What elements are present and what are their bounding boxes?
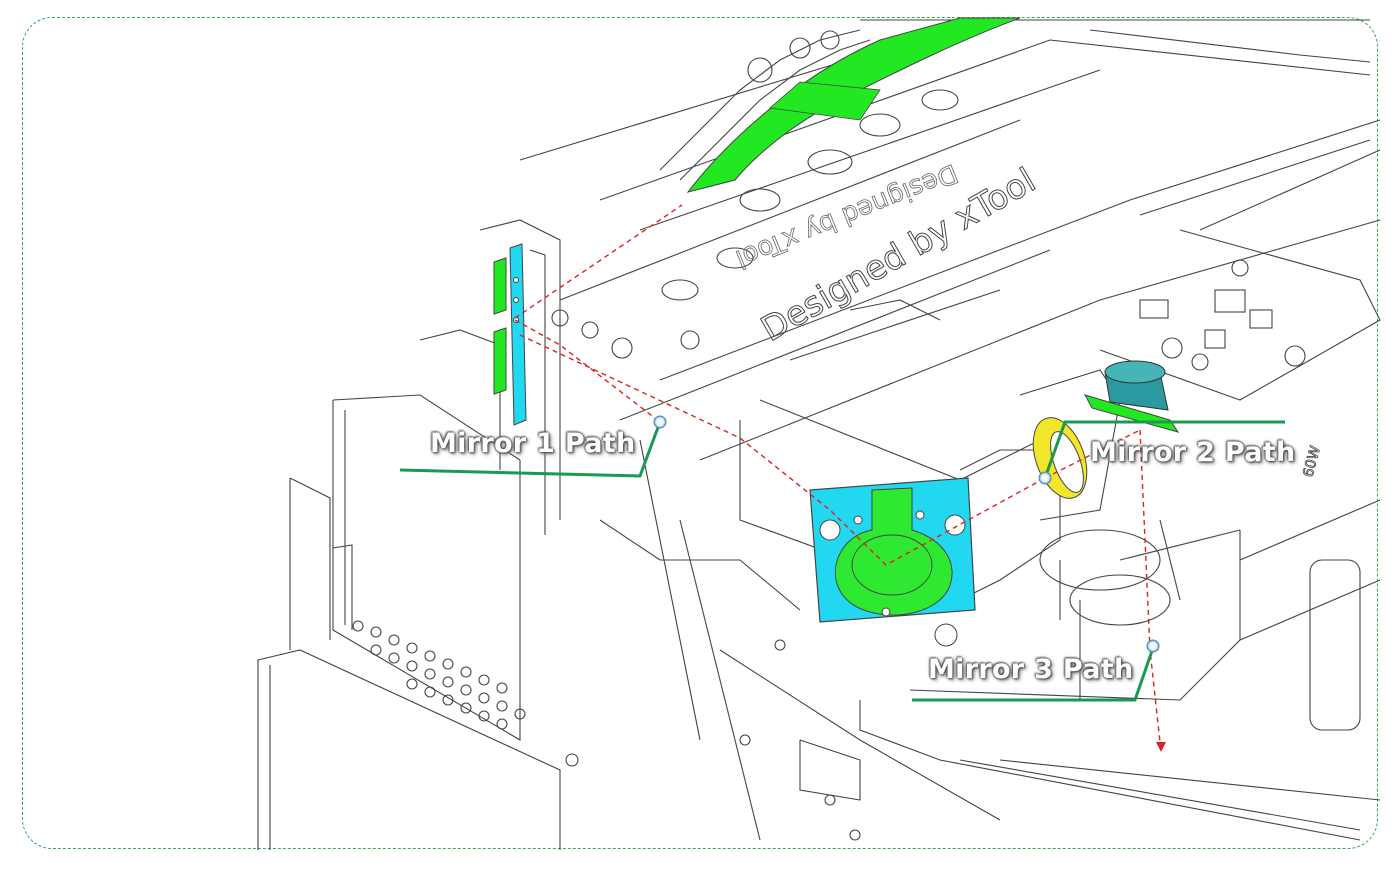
- mirror-1-marker: [653, 415, 667, 429]
- machine-outline: [257, 19, 1381, 850]
- mirror-1-mount: [493, 243, 527, 426]
- mirror-2-mount: [809, 477, 976, 647]
- leader-lines: [399, 420, 1285, 702]
- diagram-frame: [22, 17, 1378, 849]
- mirror-3-label: Mirror 3 Path: [928, 654, 1134, 685]
- mirror-3-marker: [1146, 639, 1160, 653]
- power-label: 60W: [1300, 444, 1324, 479]
- mirror-2-marker: [1038, 471, 1052, 485]
- vent-holes: [352, 620, 526, 730]
- mirror-2-label: Mirror 2 Path: [1090, 437, 1296, 468]
- tube-green: [686, 17, 1021, 193]
- beam-arrowhead: [1156, 742, 1166, 752]
- mirror-1-label: Mirror 1 Path: [430, 428, 636, 459]
- tube-green-segment: [769, 81, 881, 121]
